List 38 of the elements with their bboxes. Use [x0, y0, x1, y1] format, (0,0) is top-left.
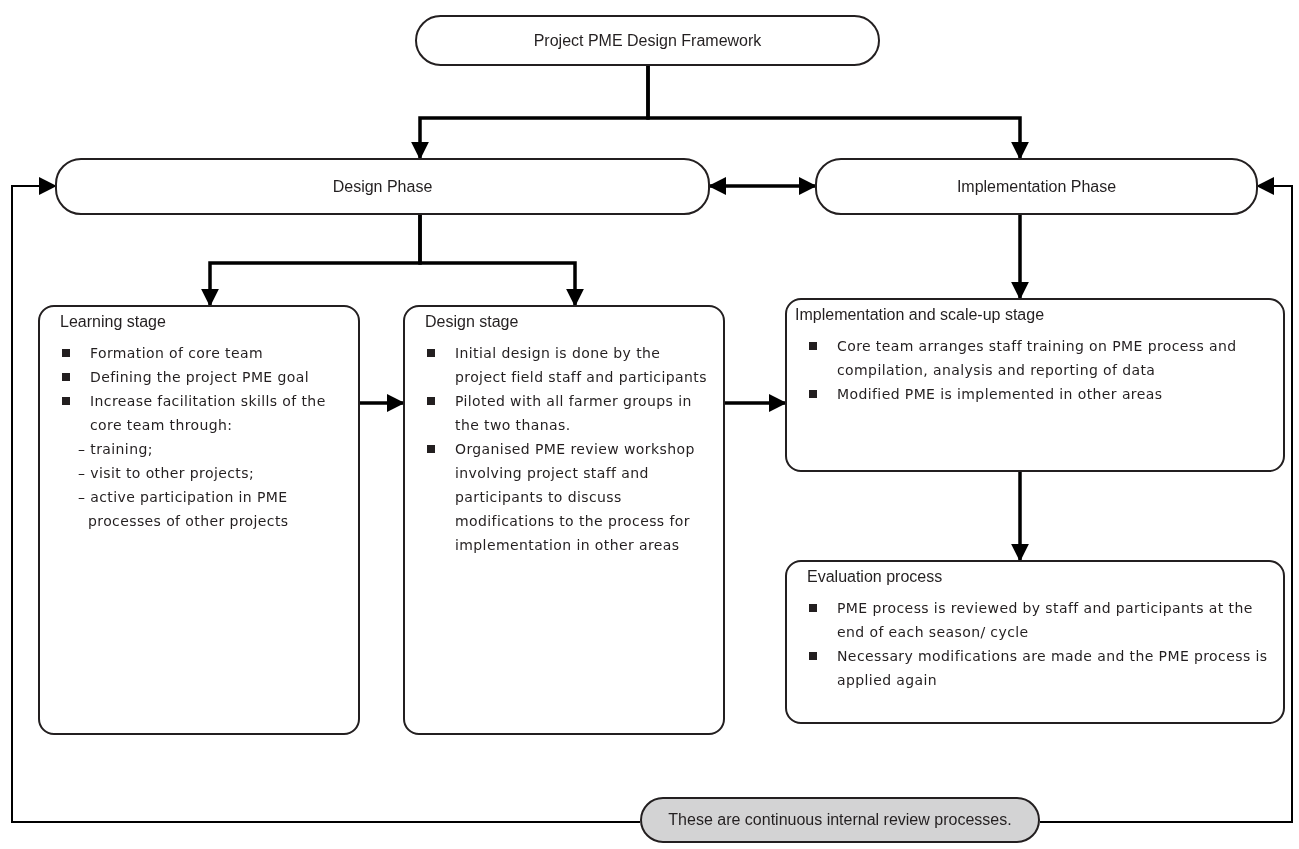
box-label: These are continuous internal review processes.	[668, 811, 1012, 829]
phase-box	[55, 158, 710, 215]
box-label: Project PME Design Framework	[533, 31, 762, 50]
box-heading: Implementation and scale-up stage	[795, 306, 1046, 324]
list-item: Organised PME review workshop involving project staff and participants to discuss modifications to the process for implementation in other areas	[425, 437, 713, 557]
box-label: Implementation Phase	[956, 177, 1117, 196]
arrow	[360, 394, 405, 412]
arrow	[11, 177, 641, 823]
phase-box	[815, 158, 1258, 215]
box-heading: Learning stage	[60, 313, 167, 331]
box-label: Design Phase	[332, 177, 433, 196]
stage-box	[403, 305, 725, 735]
stage-box	[38, 305, 360, 735]
phase-box	[415, 15, 880, 66]
arrow	[646, 66, 1029, 160]
arrow	[725, 394, 787, 412]
list-item: Modified PME is implemented in other areas	[807, 382, 1273, 406]
list-item: Core team arranges staff training on PME process and compilation, analysis and reporting of data	[807, 334, 1273, 382]
list-item: Formation of core team	[60, 341, 348, 365]
stage-box	[785, 560, 1285, 724]
list-item: Increase facilitation skills of the core team through:	[60, 389, 348, 437]
arrow	[1039, 177, 1293, 823]
arrow	[418, 215, 584, 307]
box-heading: Design stage	[425, 313, 520, 331]
list-item: PME process is reviewed by staff and participants at the end of each season/ cycle	[807, 596, 1273, 644]
stage-box	[785, 298, 1285, 472]
list-item: Piloted with all farmer groups in the two thanas.	[425, 389, 713, 437]
box-heading: Evaluation process	[807, 568, 944, 586]
sub-item: – active participation in PME processes of other projects	[77, 488, 290, 531]
note-box	[640, 797, 1040, 843]
arrow	[1011, 472, 1029, 562]
sub-item: – training;	[77, 440, 154, 459]
arrow	[708, 177, 817, 195]
arrow	[1011, 215, 1029, 300]
list-item: Defining the project PME goal	[60, 365, 348, 389]
sub-item: – visit to other projects;	[77, 464, 255, 483]
list-item: Initial design is done by the project field staff and participants	[425, 341, 713, 389]
list-item: Necessary modifications are made and the PME process is applied again	[807, 644, 1273, 692]
